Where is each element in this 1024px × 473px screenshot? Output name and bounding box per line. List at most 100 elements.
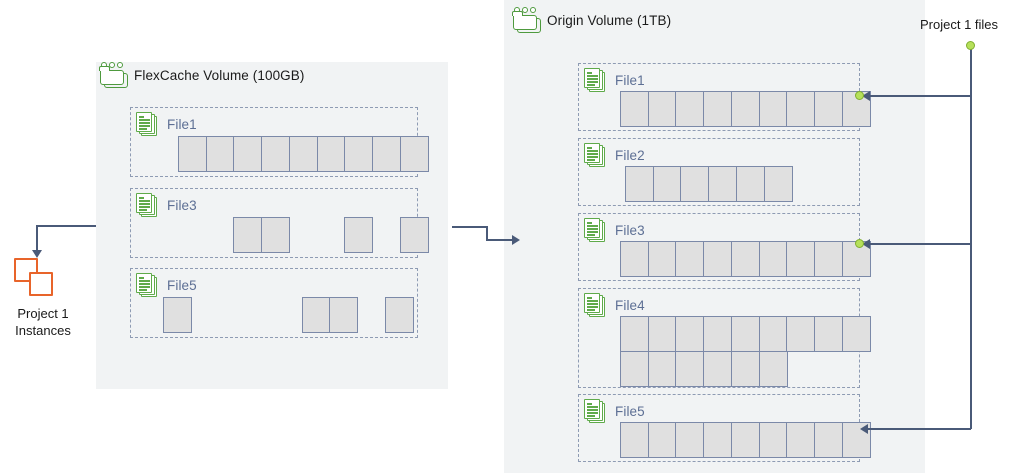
document-stack-icon bbox=[584, 293, 606, 318]
file-header-file4: File4 bbox=[584, 293, 645, 318]
data-block bbox=[703, 350, 733, 387]
document-stack-icon bbox=[584, 218, 606, 243]
file-label: File3 bbox=[167, 198, 197, 213]
data-block bbox=[703, 316, 733, 352]
empty-block bbox=[206, 217, 235, 253]
document-stack-icon bbox=[136, 193, 158, 218]
data-block bbox=[163, 297, 192, 333]
file-header-file2: File2 bbox=[584, 143, 645, 168]
empty-block bbox=[372, 217, 401, 253]
branch-arrowhead-file1 bbox=[862, 91, 870, 101]
data-block bbox=[813, 241, 843, 277]
data-block bbox=[288, 136, 318, 172]
file-label: File4 bbox=[615, 298, 645, 313]
block-row bbox=[620, 316, 871, 352]
document-stack-icon bbox=[584, 399, 606, 424]
origin-file-row-file3[interactable]: File3 bbox=[578, 213, 871, 281]
block-row bbox=[625, 166, 793, 202]
data-block bbox=[675, 422, 705, 458]
flexcache-volume-title: FlexCache Volume (100GB) bbox=[99, 62, 304, 88]
flexcache-to-origin-segment-3 bbox=[486, 239, 513, 241]
data-block bbox=[647, 350, 677, 387]
data-block bbox=[647, 91, 677, 127]
block-row bbox=[620, 422, 871, 458]
origin-volume-title: Origin Volume (1TB) bbox=[512, 7, 671, 33]
empty-block bbox=[246, 297, 275, 333]
data-block bbox=[730, 91, 760, 127]
data-block bbox=[680, 166, 710, 202]
project-files-label: Project 1 files bbox=[920, 17, 999, 32]
data-block bbox=[841, 316, 871, 352]
empty-block bbox=[317, 217, 346, 253]
data-block bbox=[703, 241, 733, 277]
data-block bbox=[675, 350, 705, 387]
data-block bbox=[261, 217, 291, 253]
data-block bbox=[371, 136, 401, 172]
data-block bbox=[647, 316, 677, 352]
project-files-branch-file5 bbox=[866, 428, 971, 430]
block-row bbox=[163, 297, 414, 333]
project-files-trunk bbox=[970, 47, 972, 429]
data-block bbox=[786, 422, 816, 458]
data-block bbox=[735, 166, 765, 202]
file-header-file3: File3 bbox=[584, 218, 645, 243]
branch-arrowhead-file5 bbox=[860, 424, 868, 434]
file-label: File1 bbox=[167, 117, 197, 132]
data-block bbox=[758, 350, 788, 387]
data-block bbox=[675, 316, 705, 352]
data-block bbox=[758, 241, 788, 277]
block-row bbox=[620, 91, 871, 127]
endpoint-dot-icon bbox=[966, 41, 975, 50]
data-block bbox=[316, 136, 346, 172]
data-block bbox=[730, 422, 760, 458]
flexcache-to-origin-segment-2 bbox=[486, 226, 488, 240]
data-block bbox=[758, 316, 788, 352]
data-block bbox=[647, 241, 677, 277]
data-block bbox=[652, 166, 682, 202]
file-label: File1 bbox=[615, 73, 645, 88]
empty-block bbox=[178, 217, 207, 253]
file-label: File2 bbox=[615, 148, 645, 163]
document-stack-icon bbox=[584, 143, 606, 168]
origin-file-row-file5[interactable]: File5 bbox=[578, 394, 871, 462]
origin-volume-title-label: Origin Volume (1TB) bbox=[547, 12, 672, 28]
file-header-file3: File3 bbox=[136, 193, 197, 218]
origin-file-row-file2[interactable]: File2 bbox=[578, 138, 860, 206]
connector-dot-file1 bbox=[855, 91, 864, 100]
branch-arrowhead-file3 bbox=[862, 239, 870, 249]
empty-block bbox=[289, 217, 318, 253]
data-block bbox=[620, 241, 649, 277]
folder-multi-icon bbox=[99, 62, 128, 88]
data-block bbox=[399, 217, 429, 253]
block-row bbox=[620, 241, 871, 277]
data-block bbox=[625, 166, 654, 202]
flexcache-file-row-file3[interactable]: File3 bbox=[130, 188, 429, 258]
data-block bbox=[647, 422, 677, 458]
data-block bbox=[233, 217, 263, 253]
data-block bbox=[758, 91, 788, 127]
origin-file-row-file4[interactable]: File4 bbox=[578, 288, 871, 388]
data-block bbox=[344, 136, 374, 172]
file-header-file5: File5 bbox=[584, 399, 645, 424]
origin-file-row-file1[interactable]: File1 bbox=[578, 63, 871, 131]
flexcache-file-row-file1[interactable]: File1 bbox=[130, 107, 429, 177]
project-files-branch-file3 bbox=[866, 243, 971, 245]
connector-dot-file3 bbox=[855, 239, 864, 248]
data-block bbox=[205, 136, 235, 172]
data-block bbox=[233, 136, 263, 172]
flexcache-to-origin-arrowhead bbox=[512, 235, 520, 245]
data-block bbox=[763, 166, 793, 202]
data-block bbox=[730, 241, 760, 277]
data-block bbox=[620, 91, 649, 127]
file-label: File5 bbox=[615, 404, 645, 419]
instances-label-line1: Project 1 bbox=[17, 306, 69, 321]
data-block bbox=[813, 422, 843, 458]
flexcache-file-row-file5[interactable]: File5 bbox=[130, 268, 418, 338]
file-header-file1: File1 bbox=[584, 68, 645, 93]
data-block bbox=[301, 297, 331, 333]
data-block bbox=[261, 136, 291, 172]
file-header-file5: File5 bbox=[136, 273, 197, 298]
data-block bbox=[786, 316, 816, 352]
data-block bbox=[620, 422, 649, 458]
